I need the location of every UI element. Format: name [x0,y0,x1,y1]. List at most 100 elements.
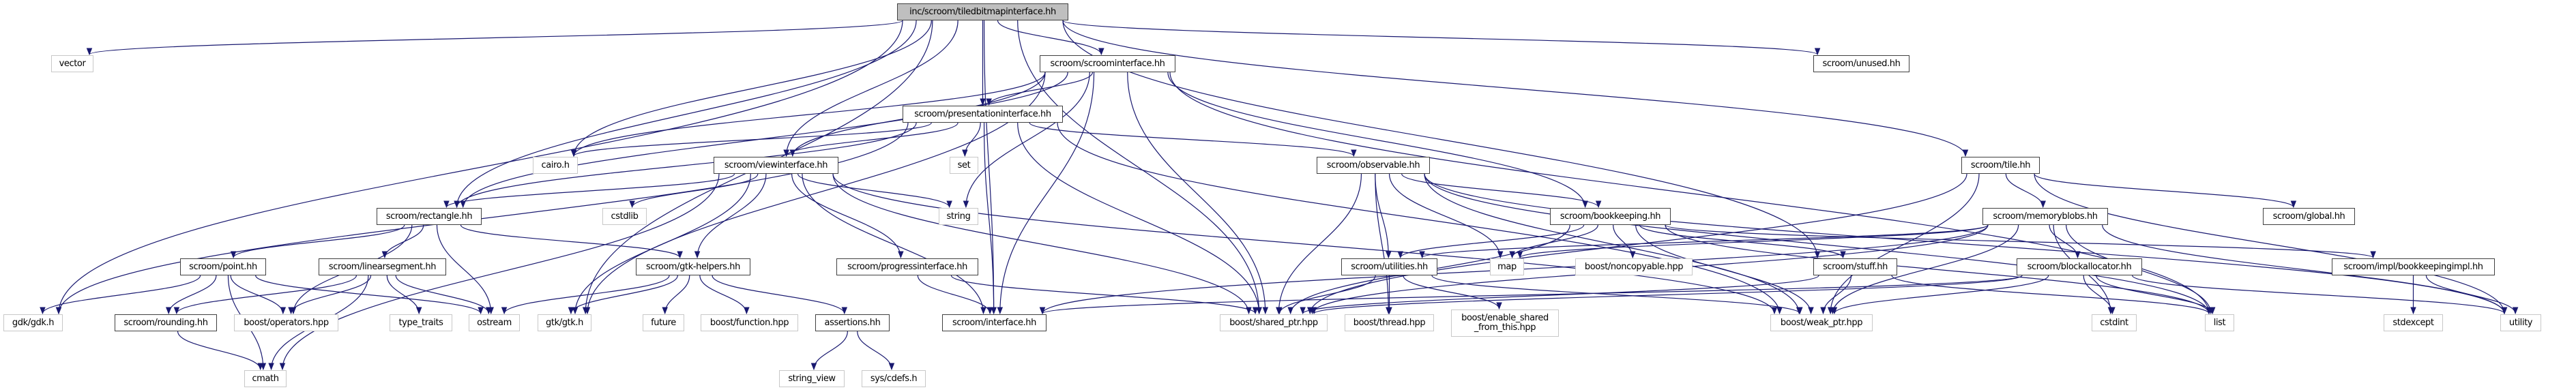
edge-presentationinterface-to-rectangle [454,122,917,209]
edge-blockallocator-to-list [2096,275,2216,315]
node-memoryblobs[interactable]: scroom/memoryblobs.hh [1982,208,2108,225]
edge-root-to-tile [1062,20,1969,157]
edge-presentationinterface-to-set [962,122,981,157]
node-rectangle[interactable]: scroom/rectangle.hh [377,208,482,225]
edge-root-to-vector [87,20,903,56]
node-linearsegment[interactable]: scroom/linearsegment.hh [319,258,446,275]
node-enable-shared[interactable]: boost/enable_shared _from_this.hpp [1451,310,1559,337]
node-shared-ptr[interactable]: boost/shared_ptr.hpp [1220,314,1328,331]
edge-gtkhelpers-to-ostream [501,275,670,315]
edge-scroominterface-to-interface [997,72,1095,315]
edge-root-to-gdk [55,20,903,315]
node-unused[interactable]: scroom/unused.hh [1813,55,1909,72]
edge-presentationinterface-to-gdk [55,122,909,315]
edge-linearsegment-to-ostream [395,275,492,315]
node-function[interactable]: boost/function.hpp [701,314,798,331]
edge-presentationinterface-to-observable [1029,122,1357,157]
edge-scroominterface-to-list [1169,72,2212,315]
node-utilities[interactable]: scroom/utilities.hh [1341,258,1437,275]
node-gdk[interactable]: gdk/gdk.h [3,314,63,331]
node-operators[interactable]: boost/operators.hpp [234,314,338,331]
edge-root-to-viewinterface [783,20,958,157]
node-thread[interactable]: boost/thread.hpp [1345,314,1434,331]
edge-bookkeeping-to-stuff [1639,224,1846,259]
node-string-view[interactable]: string_view [779,370,845,387]
edge-point-to-ostream [255,275,484,315]
node-type-traits[interactable]: type_traits [390,314,452,331]
edge-tile-to-memoryblobs [2005,173,2047,209]
edge-presentationinterface-to-weak_ptr [1057,122,1783,315]
node-noncopyable[interactable]: boost/noncopyable.hpp [1575,258,1693,275]
node-bookkeeping[interactable]: scroom/bookkeeping.hh [1550,208,1671,225]
edge-memoryblobs-to-weak_ptr [1830,224,2019,315]
node-cmath[interactable]: cmath [244,370,287,387]
edge-bookkeeping-to-list [1665,224,2212,315]
node-string[interactable]: string [939,208,978,225]
edge-bookkeepingimpl-to-utility [2425,275,2519,315]
edge-linearsegment-to-type_traits [386,275,422,315]
edge-bookkeeping-to-noncopyable [1613,224,1636,259]
node-gtk[interactable]: gtk/gtk.h [538,314,591,331]
edge-observable-to-list [1424,173,2212,315]
edge-root-to-unused [1062,20,1820,56]
edge-blockallocator-to-cstdint [2083,275,2116,315]
edge-presentationinterface-to-viewinterface [783,122,958,157]
edge-root-to-cairo [570,20,932,157]
node-point[interactable]: scroom/point.hh [180,258,266,275]
edge-stuff-to-weak_ptr [1820,275,1852,315]
node-viewinterface[interactable]: scroom/viewinterface.hh [714,157,838,174]
node-cairo[interactable]: cairo.h [533,157,578,174]
edge-blockallocator-to-weak_ptr [1831,275,2049,315]
edge-root-to-interface [983,20,997,315]
edge-rectangle-to-ostream [436,224,495,315]
node-blockallocator[interactable]: scroom/blockallocator.hh [2017,258,2142,275]
edge-scroominterface-to-bookkeeping [1167,72,1588,209]
node-assertions[interactable]: assertions.hh [815,314,890,331]
edge-memoryblobs-to-utilities [1419,224,1989,259]
edge-stuff-to-shared_ptr [1300,275,1819,315]
node-gtkhelpers[interactable]: scroom/gtk-helpers.hh [636,258,750,275]
edge-progressinterface-to-shared_ptr [950,275,1259,315]
node-rounding[interactable]: scroom/rounding.hh [115,314,217,331]
edge-stuff-to-list [1891,275,2212,315]
edge-scroominterface-to-rectangle [460,72,1046,209]
node-tile[interactable]: scroom/tile.hh [1961,157,2040,174]
node-stdexcept[interactable]: stdexcept [2384,314,2443,331]
node-scroominterface[interactable]: scroom/scroominterface.hh [1040,55,1175,72]
node-cdefs[interactable]: sys/cdefs.h [862,370,926,387]
edge-viewinterface-to-string [797,173,952,209]
edge-blockallocator-to-shared_ptr [1311,275,2023,315]
node-map[interactable]: map [1490,258,1524,275]
node-weak-ptr[interactable]: boost/weak_ptr.hpp [1770,314,1873,331]
edge-rectangle-to-point [230,224,405,259]
node-future[interactable]: future [643,314,684,331]
edge-point-to-rounding [165,275,217,315]
node-bookkeepingimpl[interactable]: scroom/impl/bookkeepingimpl.hh [2332,258,2495,275]
edge-linearsegment-to-rounding [173,275,357,315]
edge-tile-to-utility [2034,173,2508,315]
node-root[interactable]: inc/scroom/tiledbitmapinterface.hh [897,3,1068,20]
edge-observable-to-bookkeeping [1401,173,1602,209]
node-utility[interactable]: utility [2500,314,2541,331]
node-stuff[interactable]: scroom/stuff.hh [1813,258,1897,275]
node-list[interactable]: list [2205,314,2234,331]
node-cstdint[interactable]: cstdint [2092,314,2137,331]
node-ostream[interactable]: ostream [469,314,520,331]
node-vector[interactable]: vector [51,55,93,72]
node-global[interactable]: scroom/global.hh [2263,208,2355,225]
node-cstdlib[interactable]: cstdlib [602,208,647,225]
edge-blockallocator-to-interface [1040,275,2023,315]
edge-bookkeeping-to-map [1509,224,1598,259]
node-interface[interactable]: scroom/interface.hh [942,314,1046,331]
edge-memoryblobs-to-map [1517,224,1989,259]
edge-observable-to-shared_ptr [1275,173,1362,315]
node-progressinterface[interactable]: scroom/progressinterface.hh [836,258,978,275]
edge-scroominterface-to-shared_ptr [1127,72,1269,315]
edge-scroominterface-to-cairo [570,72,1046,157]
edge-rectangle-to-gtkhelpers [460,224,683,259]
node-observable[interactable]: scroom/observable.hh [1317,157,1430,174]
edge-utilities-to-weak_ptr [1431,275,1803,315]
node-presentationinterface[interactable]: scroom/presentationinterface.hh [903,106,1063,123]
edge-gtkhelpers-to-assertions [712,275,848,315]
node-set[interactable]: set [950,157,978,174]
